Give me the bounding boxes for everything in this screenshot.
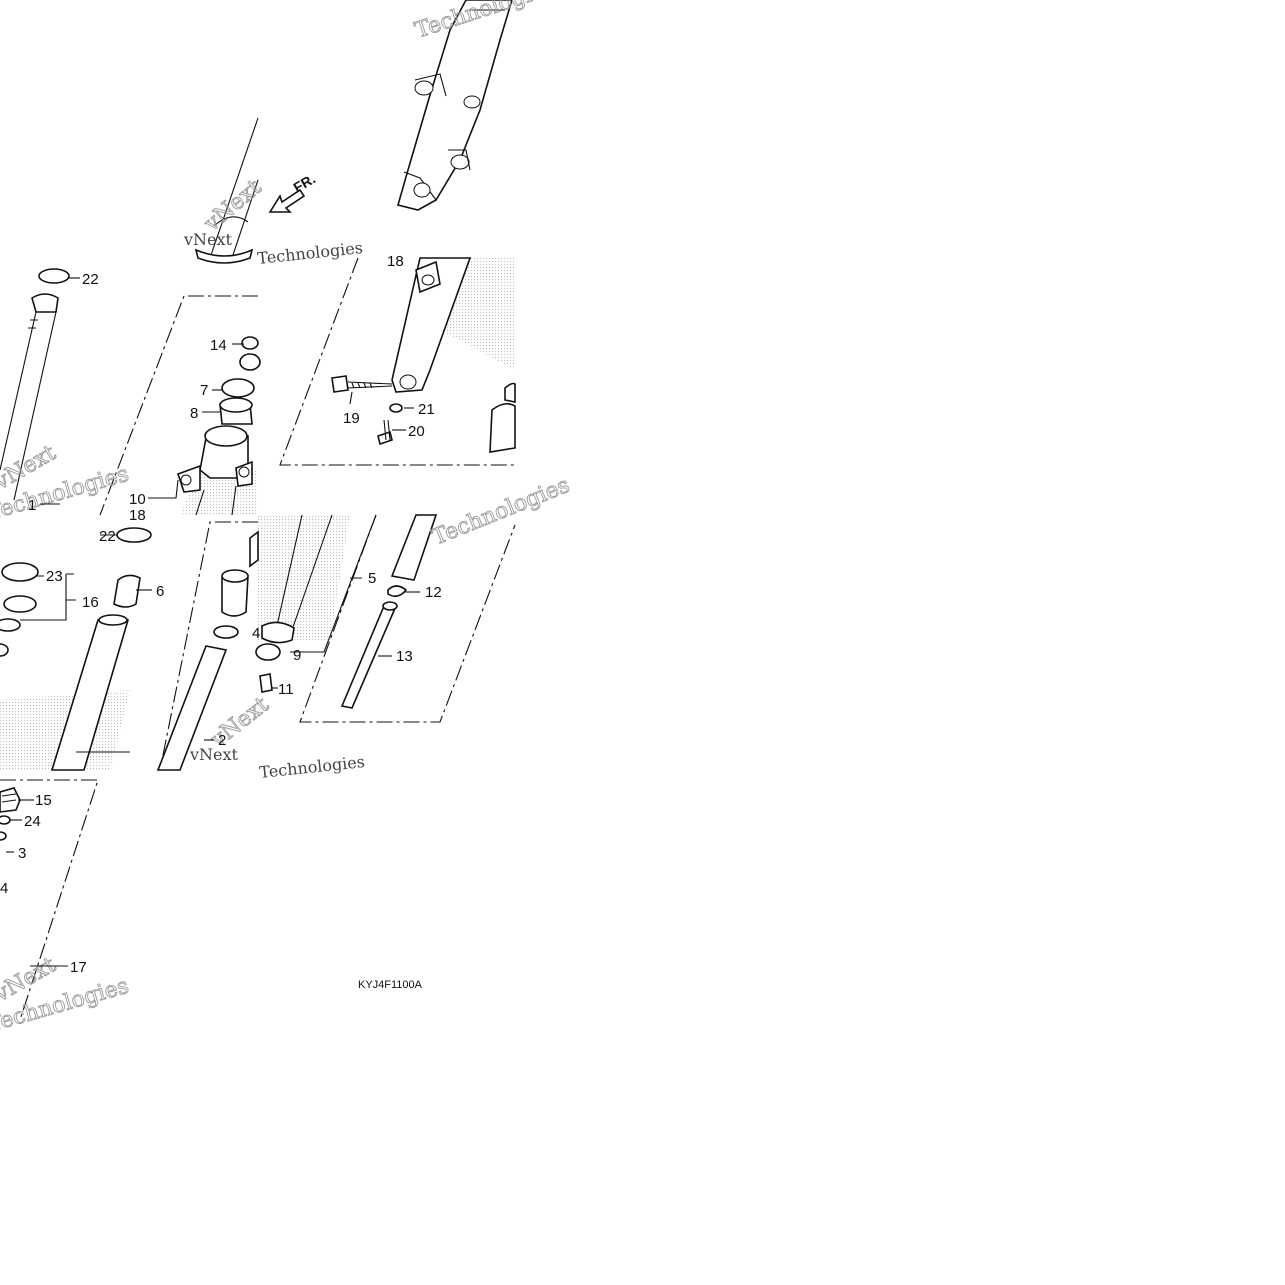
watermark-text: vNext: [189, 745, 239, 764]
watermark-text: vNext: [199, 175, 266, 237]
fork-tube-center: [0, 527, 152, 771]
diagram-code: KYJ4F1100A: [358, 979, 423, 991]
callout-13: 13: [396, 648, 413, 665]
callout-14: 14: [210, 337, 227, 354]
callout-20: 20: [408, 423, 425, 440]
fork-slider-bottom: [279, 257, 516, 466]
watermark-text: Technologies: [258, 752, 365, 782]
callout-19: 19: [343, 410, 360, 427]
main-spring-2: [156, 645, 228, 771]
o-ring-3: [0, 831, 7, 841]
callout-21: 21: [418, 401, 435, 418]
callout-23: 23: [46, 568, 63, 585]
callout-16: 16: [82, 594, 99, 611]
washer-24: [0, 815, 11, 825]
fork-pipe-center-right: [255, 514, 516, 723]
callout-6: 6: [156, 583, 164, 600]
callout-15: 15: [35, 792, 52, 809]
washer-21: [389, 403, 403, 413]
bottom-frame: [0, 779, 99, 1021]
callout-9: 9: [293, 647, 301, 664]
callout-24: 24: [24, 813, 41, 830]
oil-seal-stack: [176, 336, 261, 516]
callout-8: 8: [190, 405, 198, 422]
callout-18a: 18: [129, 507, 146, 524]
spring-coil-right: [390, 514, 438, 581]
callout-3: 3: [18, 845, 26, 862]
fork-outer-slider-top: [397, 0, 513, 211]
front-direction-label: FR.: [291, 170, 319, 195]
callout-1: 1: [28, 497, 36, 514]
callout-12: 12: [425, 584, 442, 601]
callout-10: 10: [129, 491, 146, 508]
fork-inner-tube-top: [194, 117, 259, 264]
callout-4: 4: [252, 625, 260, 642]
watermark-text: Technologies: [256, 238, 363, 268]
leader-lines: [6, 343, 420, 967]
collar-4: [213, 530, 259, 639]
front-direction-arrow-icon: FR.: [268, 170, 319, 213]
damper-rod-13: [340, 601, 398, 709]
callout-22b: 22: [99, 528, 116, 545]
bolt-19: [331, 375, 393, 393]
callout-5: 5: [368, 570, 376, 587]
callout-18b: 18: [387, 253, 404, 270]
spring-6: [113, 574, 141, 608]
watermark-text: vNext: [183, 230, 233, 249]
screw-20: [377, 419, 393, 446]
dashed-box-seals: [99, 295, 258, 771]
callout-4b: 4: [0, 880, 8, 897]
fork-tube-left: [0, 268, 80, 501]
callout-7: 7: [200, 382, 208, 399]
callout-labels: 2214781018118192120222316642591112131524…: [0, 253, 442, 976]
stopper-ring-12: [387, 585, 408, 598]
callout-22a: 22: [82, 271, 99, 288]
callout-17: 17: [70, 959, 87, 976]
callout-2: 2: [218, 732, 226, 749]
watermark-text: Technologies: [429, 473, 573, 551]
callout-11: 11: [278, 681, 294, 698]
cap-bolt-15: [0, 787, 21, 813]
